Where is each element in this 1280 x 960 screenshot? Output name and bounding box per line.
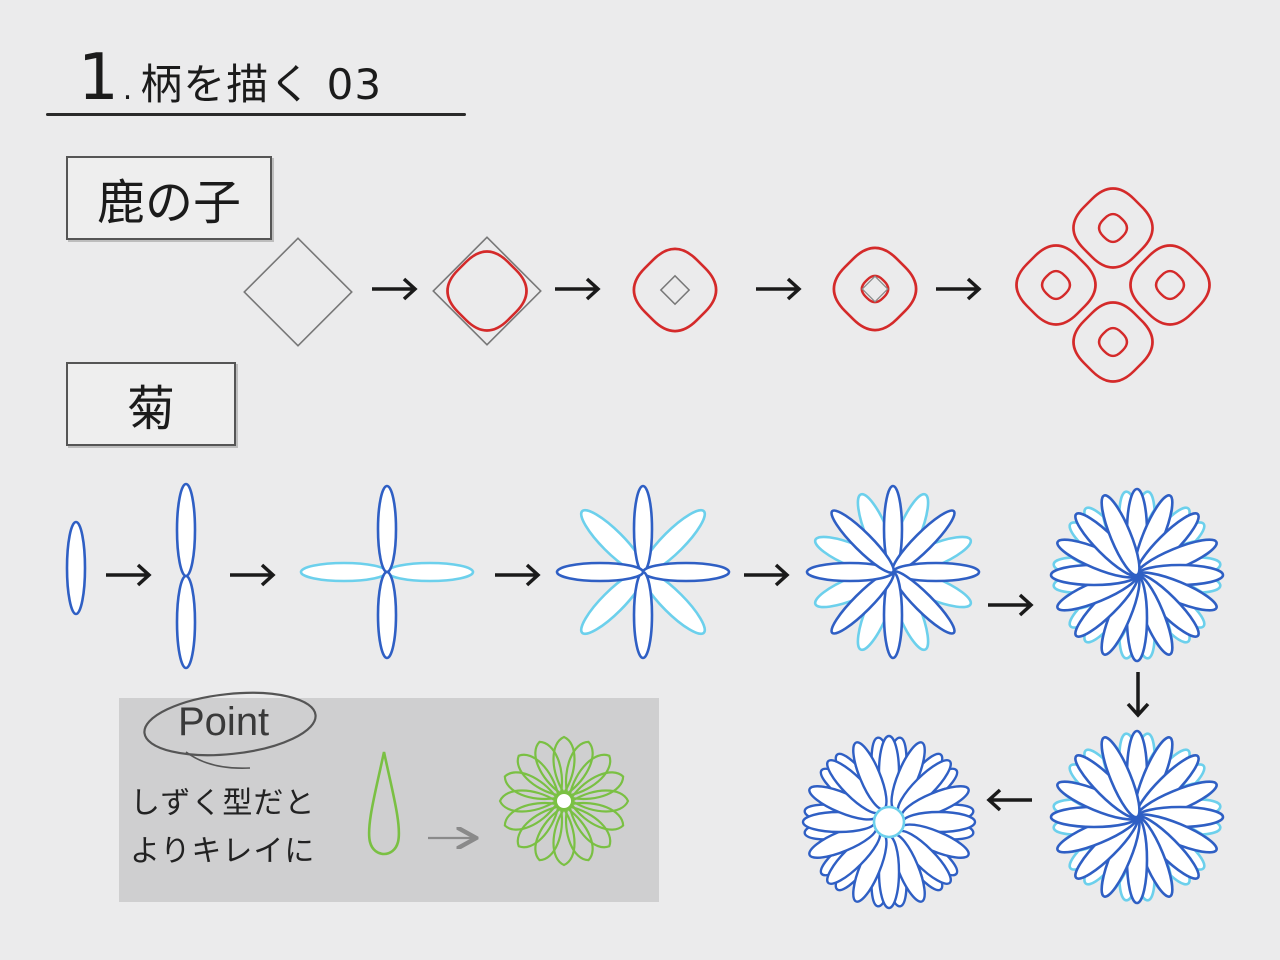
kanoko-outer-diamond: [1072, 187, 1154, 269]
flower-center: [872, 805, 906, 839]
kanoko-inner-diamond: [1154, 269, 1186, 301]
point-text-line-2: よりキレイに: [130, 834, 316, 869]
kanoko-step-3: [632, 247, 718, 333]
title-number: 1: [78, 41, 119, 115]
petal: [830, 509, 895, 574]
arrow-right-icon: [555, 277, 601, 301]
green-petal: [498, 789, 559, 813]
title-dot: .: [122, 72, 133, 107]
arrow-right-icon: [744, 563, 790, 587]
petal: [385, 561, 475, 583]
green-petal: [503, 771, 559, 800]
section-kanoko-text: 鹿の子: [96, 175, 241, 231]
arrow-right-icon: [988, 593, 1034, 617]
green-chrysanthemum-icon: [498, 735, 630, 867]
green-petal: [569, 789, 630, 813]
green-petal: [565, 740, 594, 796]
green-petal: [552, 735, 576, 796]
petal: [1100, 736, 1141, 819]
page-title: 1 . 柄を描く 03: [78, 46, 382, 112]
green-petal: [516, 805, 560, 849]
green-petal: [534, 740, 563, 796]
kanoko-outer-diamond: [1129, 244, 1211, 326]
arrow-right-icon: [495, 563, 541, 587]
arrow-right-icon: [106, 563, 152, 587]
green-petal: [569, 771, 625, 800]
teardrop-petal-icon: [367, 751, 401, 856]
petal: [376, 570, 398, 660]
kanoko-inner-diamond: [1040, 269, 1072, 301]
green-petal: [569, 802, 625, 831]
petal: [299, 561, 389, 583]
point-badge-oval: [143, 691, 317, 769]
kanoko-step-1: [243, 237, 353, 347]
arrow-down-icon: [1126, 672, 1150, 718]
kanoko-step-4: [832, 246, 918, 332]
green-petal: [568, 753, 612, 797]
kiku-step-7: [1049, 729, 1225, 905]
arrow-right-icon: [936, 277, 982, 301]
green-petal: [552, 806, 576, 867]
petal: [1100, 494, 1141, 577]
point-label: Point: [178, 700, 270, 744]
kiku-step-8-final: [801, 734, 977, 910]
petal: [632, 570, 654, 660]
kanoko-pattern-final: [1015, 187, 1211, 383]
green-petal: [565, 806, 594, 862]
petal: [632, 484, 654, 574]
kanoko-inner-diamond: [1097, 212, 1129, 244]
kanoko-outer-diamond: [1015, 244, 1097, 326]
section-kiku-text: 菊: [126, 381, 175, 437]
section-label-kanoko: 鹿の子: [66, 156, 272, 240]
petal: [555, 561, 645, 583]
green-petal: [568, 805, 612, 849]
kiku-step-3: [299, 484, 475, 660]
title-text: 柄を描く 03: [140, 60, 383, 109]
kanoko-inner-diamond: [1097, 326, 1129, 358]
kiku-step-1: [65, 520, 87, 616]
kanoko-outer-diamond: [1072, 301, 1154, 383]
rounded-diamond: [446, 250, 528, 332]
arrow-right-icon: [372, 277, 418, 301]
green-flower-center: [555, 792, 573, 810]
green-petal: [516, 753, 560, 797]
green-petal: [534, 806, 563, 862]
arrow-right-icon: [756, 277, 802, 301]
kiku-step-2: [175, 482, 197, 670]
kiku-step-6: [1049, 487, 1225, 663]
kanoko-step-2: [432, 236, 542, 346]
title-underline: [46, 113, 466, 116]
kiku-step-4: [555, 484, 731, 660]
green-petal: [503, 802, 559, 831]
kiku-step-5: [805, 484, 981, 660]
point-text-line-1: しずく型だと: [130, 786, 316, 821]
petal: [641, 561, 731, 583]
section-label-kiku: 菊: [66, 362, 236, 446]
arrow-left-icon: [986, 788, 1032, 812]
petal: [376, 484, 398, 574]
arrow-right-icon: [230, 563, 276, 587]
